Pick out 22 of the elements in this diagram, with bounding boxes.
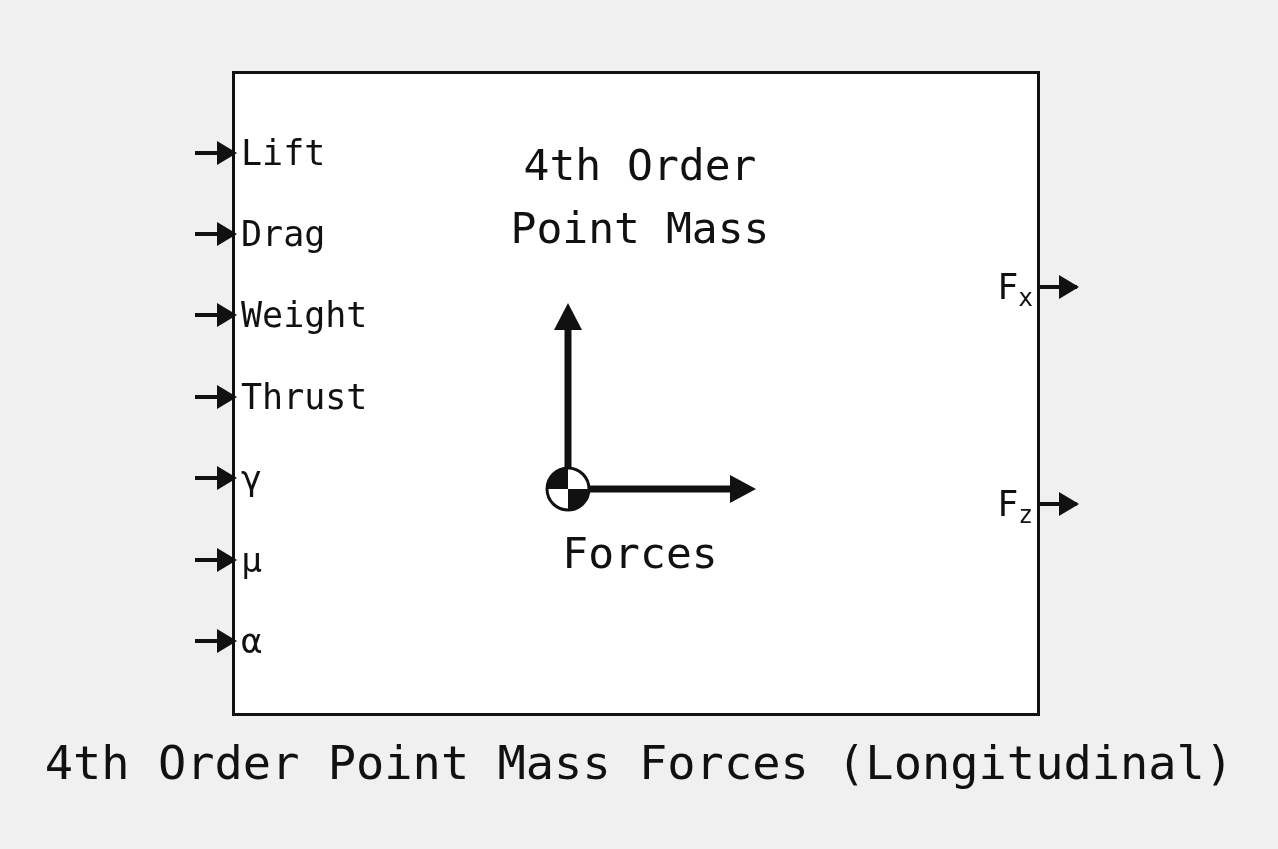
function-block — [232, 71, 1040, 716]
input-port-label: Lift — [235, 133, 326, 173]
block-name: 4th Order Point Mass Forces (Longitudinal) — [43, 734, 1235, 792]
signal-arrow — [195, 629, 237, 653]
input-port-label: γ — [235, 458, 263, 498]
signal-arrow — [1037, 492, 1079, 516]
input-port-label: μ — [235, 540, 263, 580]
output-port-label: F$_{x}$ — [997, 267, 1037, 307]
signal-arrow — [195, 548, 237, 572]
signal-arrow — [195, 141, 237, 165]
signal-arrow — [195, 222, 237, 246]
input-port-label: Drag — [235, 214, 326, 254]
input-port-label: Weight — [235, 295, 368, 335]
signal-arrow — [195, 466, 237, 490]
signal-arrow — [1037, 275, 1079, 299]
input-port-label: Thrust — [235, 377, 368, 417]
block-label: Forces — [561, 527, 719, 580]
output-port-label: F$_{z}$ — [997, 484, 1037, 524]
block-title: 4th Order Point Mass — [509, 139, 771, 255]
signal-arrow — [195, 385, 237, 409]
signal-arrow — [195, 303, 237, 327]
input-port-label: α — [235, 621, 263, 661]
